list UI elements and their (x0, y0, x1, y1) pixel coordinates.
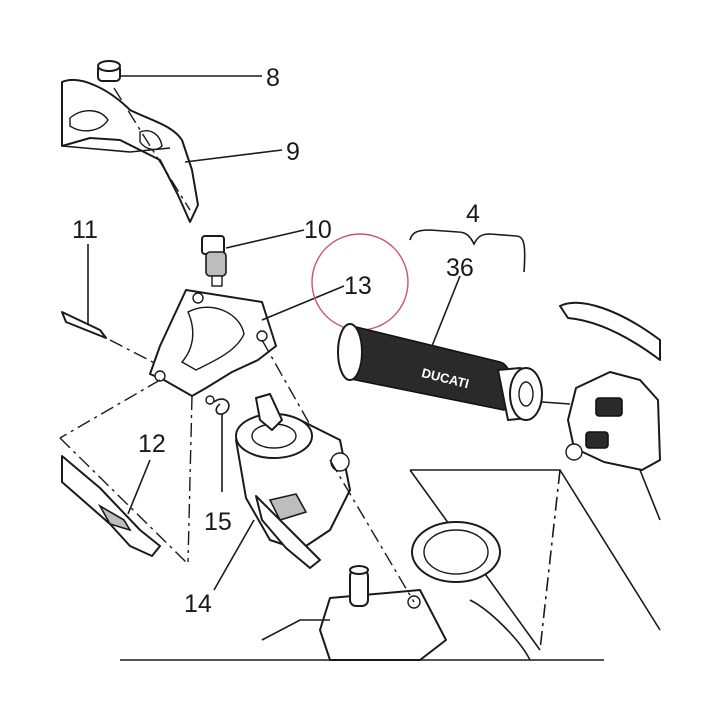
switch-pin-part-10 (201, 229, 305, 287)
spring-part-15 (213, 398, 230, 492)
callout-9: 9 (286, 138, 300, 166)
grip-part-36: DUCATI (337, 275, 543, 421)
lever-bracket-part-9 (61, 78, 199, 223)
callout-12: 12 (138, 430, 166, 458)
callout-8: 8 (266, 64, 280, 92)
callout-36: 36 (446, 254, 474, 282)
lower-assembly (120, 469, 661, 661)
switch-cluster (559, 301, 661, 521)
cable-part-11 (61, 244, 107, 339)
callout-14: 14 (184, 590, 212, 618)
callout-11: 11 (72, 216, 98, 244)
callout-10: 10 (304, 216, 332, 244)
clip-part-12 (61, 455, 161, 557)
callout-15: 15 (204, 508, 232, 536)
brace-part-4 (409, 229, 526, 273)
bolt-part-8 (97, 60, 262, 82)
ignition-switch-part-14 (213, 393, 351, 591)
callout-13: 13 (344, 272, 372, 300)
callout-4: 4 (466, 200, 480, 228)
bracket-plate-part-13 (149, 285, 345, 405)
